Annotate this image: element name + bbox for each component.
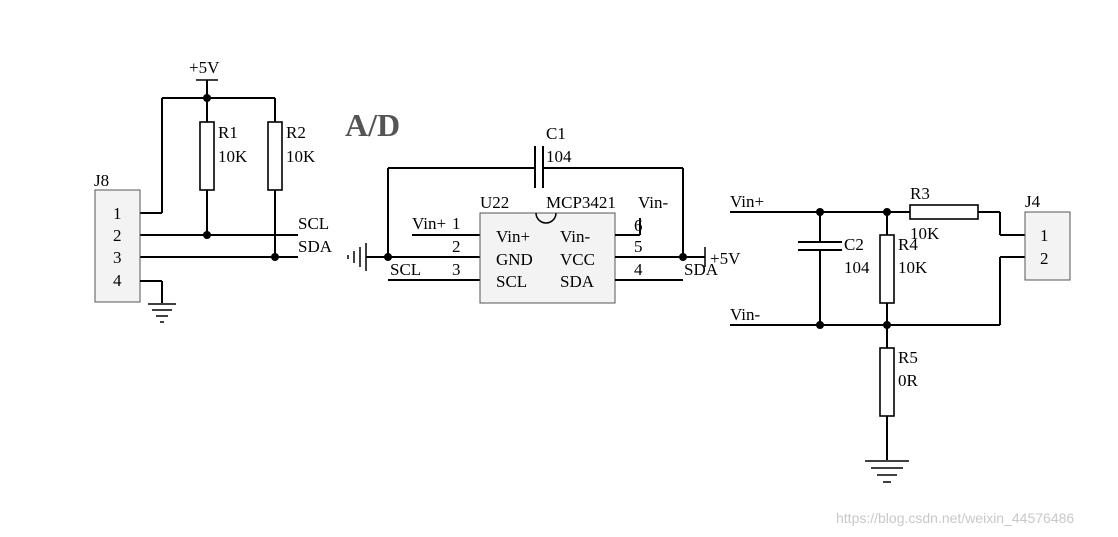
vcc-top-label: +5V <box>189 58 220 77</box>
r4-value: 10K <box>898 258 928 277</box>
u22-pin-num-4: 4 <box>634 260 643 279</box>
c1-ref: C1 <box>546 124 566 143</box>
r1-value: 10K <box>218 147 248 166</box>
u22-pin-label-scl: SCL <box>496 272 527 291</box>
u22-pin-num-1: 1 <box>452 214 461 233</box>
section-title: A/D <box>345 107 400 143</box>
c2-value: 104 <box>844 258 870 277</box>
u22-pin-num-6: 6 <box>634 216 643 235</box>
sda-net-label: SDA <box>298 237 333 256</box>
u22-scl-net: SCL <box>390 260 421 279</box>
ground-icon <box>347 243 367 271</box>
junction-dot <box>679 253 687 261</box>
c1-value: 104 <box>546 147 572 166</box>
j8-section: +5V R1 10K R2 10K SCL SDA J8 1 2 3 4 <box>94 58 333 323</box>
ground-icon <box>865 460 909 483</box>
u22-pin-num-2: 2 <box>452 237 461 256</box>
j8-pin-1: 1 <box>113 204 122 223</box>
r4-resistor <box>879 234 895 304</box>
u22-section: C1 104 Vin+ 1 2 SCL 3 U22 MCP3421 Vin+ G… <box>347 124 741 304</box>
watermark: https://blog.csdn.net/weixin_44576486 <box>836 510 1074 526</box>
j8-connector <box>94 189 141 303</box>
r3-ref: R3 <box>910 184 930 203</box>
chip-notch <box>535 212 557 224</box>
u22-chip <box>479 212 616 304</box>
junction-dot <box>384 253 392 261</box>
r2-resistor <box>267 121 283 191</box>
j8-pin-4: 4 <box>113 271 122 290</box>
u22-pin-label-vin-minus: Vin- <box>560 227 590 246</box>
r5-resistor <box>879 347 895 417</box>
vcc-right-label: +5V <box>710 249 741 268</box>
u22-part: MCP3421 <box>546 193 616 212</box>
r5-ref: R5 <box>898 348 918 367</box>
u22-pin-label-vcc: VCC <box>560 250 595 269</box>
u22-pin-num-5: 5 <box>634 237 643 256</box>
input-section: Vin+ R3 10K C2 104 R4 10K Vin- J4 1 <box>730 184 1071 483</box>
j4-ref: J4 <box>1025 192 1041 211</box>
u22-vin-minus-net: Vin- <box>638 193 668 212</box>
r5-value: 0R <box>898 371 919 390</box>
junction-dot <box>816 321 824 329</box>
u22-pin-label-gnd: GND <box>496 250 533 269</box>
r4-ref: R4 <box>898 235 918 254</box>
r2-value: 10K <box>286 147 316 166</box>
junction-dot <box>883 321 891 329</box>
vin-plus-label: Vin+ <box>730 192 764 211</box>
j8-pin-3: 3 <box>113 248 122 267</box>
j8-ref: J8 <box>94 171 109 190</box>
ground-icon <box>148 303 176 323</box>
scl-net-label: SCL <box>298 214 329 233</box>
u22-pin-num-3: 3 <box>452 260 461 279</box>
junction-dot <box>271 253 279 261</box>
j4-connector <box>1024 211 1071 281</box>
vin-minus-label: Vin- <box>730 305 760 324</box>
r3-resistor <box>909 204 979 220</box>
u22-ref: U22 <box>480 193 509 212</box>
u22-pin-label-vin-plus: Vin+ <box>496 227 530 246</box>
j4-pin-2: 2 <box>1040 249 1049 268</box>
j8-pin-2: 2 <box>113 226 122 245</box>
u22-vin-plus-net: Vin+ <box>412 214 446 233</box>
r1-ref: R1 <box>218 123 238 142</box>
u22-sda-net: SDA <box>684 260 719 279</box>
r2-ref: R2 <box>286 123 306 142</box>
junction-dot <box>203 231 211 239</box>
r3-value: 10K <box>910 224 940 243</box>
c2-ref: C2 <box>844 235 864 254</box>
u22-pin-label-sda: SDA <box>560 272 595 291</box>
r1-resistor <box>199 121 215 191</box>
j4-pin-1: 1 <box>1040 226 1049 245</box>
